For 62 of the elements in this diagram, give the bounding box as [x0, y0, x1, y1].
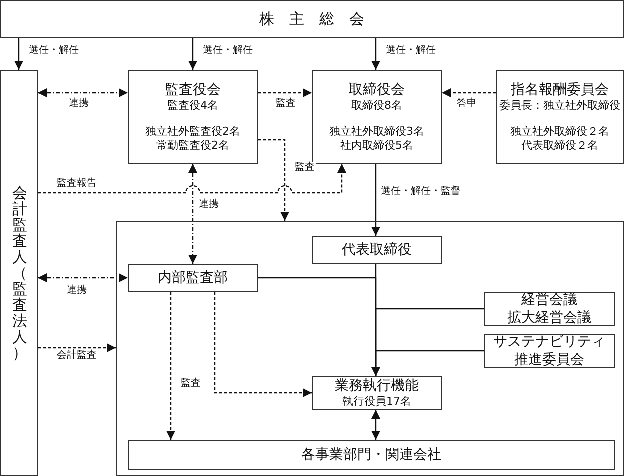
- org-box: [496, 70, 624, 164]
- box-title: 株主総会: [260, 10, 380, 28]
- group-frame: [116, 221, 624, 476]
- edge-label: 監査報告: [56, 178, 98, 190]
- box-title: 業務執行機能: [335, 378, 419, 394]
- box-title: 各事業部門・関連会社: [302, 446, 442, 464]
- edge-label: 選任・解任: [385, 45, 437, 57]
- org-box: [0, 70, 38, 476]
- edge-label: 連携: [66, 285, 88, 297]
- arrow: [188, 164, 198, 264]
- edge-label: 選任・解任: [202, 45, 254, 57]
- box-text: 独立社外取締役3名: [330, 124, 424, 138]
- arrow: [38, 344, 116, 352]
- edge-label: 選任・解任・監督: [380, 186, 462, 198]
- org-box: [128, 440, 615, 470]
- arrow: [258, 139, 290, 221]
- box-text: 執行役員17名: [342, 394, 412, 408]
- box-title: 指名報酬委員会: [511, 82, 609, 98]
- box-title: 代表取締役: [342, 241, 412, 259]
- box-text: 社内取締役5名: [340, 138, 414, 152]
- box-text: 独立社外監査役2名: [146, 124, 240, 138]
- arrow: [38, 88, 128, 98]
- org-box: [0, 0, 624, 38]
- box-title: 会計監査人（監査法人）: [12, 185, 26, 361]
- org-box: [484, 334, 615, 368]
- edge-label: 監査: [294, 162, 316, 174]
- edge-label: 答申: [456, 98, 478, 110]
- arrow: [166, 292, 176, 440]
- box-title: 内部監査部: [158, 269, 228, 287]
- arrow: [38, 274, 128, 282]
- edge-label: 連携: [198, 199, 220, 211]
- box-title: 監査役会: [165, 82, 221, 98]
- org-box: [128, 264, 258, 292]
- edge-label: 連携: [68, 98, 90, 110]
- arrow: [214, 292, 312, 398]
- org-box: [484, 292, 615, 326]
- box-text: 常勤監査役2名: [156, 138, 230, 152]
- arrow: [14, 38, 24, 70]
- box-text: 委員長：独立社外取締役: [500, 98, 620, 112]
- box-title: サステナビリティ推進委員会: [492, 333, 606, 369]
- arrow: [38, 164, 346, 194]
- box-text: 取締役8名: [352, 98, 402, 112]
- box-text: 監査役4名: [168, 98, 218, 112]
- box-title: 経営会議: [522, 291, 578, 309]
- org-box: [312, 376, 442, 410]
- box-text: 拡大経営会議: [508, 309, 592, 327]
- org-box: [128, 70, 258, 164]
- box-text: 代表取締役２名: [522, 138, 598, 152]
- edge-label: 会計監査: [56, 350, 98, 362]
- edge-label: 選任・解任: [28, 45, 80, 57]
- box-title: 取締役会: [349, 82, 405, 98]
- arrow: [372, 164, 380, 236]
- arrow: [372, 410, 380, 440]
- arrow: [258, 88, 312, 98]
- arrow: [188, 38, 198, 70]
- edge-label: 監査: [180, 378, 202, 390]
- arrow: [372, 350, 484, 376]
- box-text: 独立社外取締役２名: [510, 124, 610, 138]
- arrow: [442, 88, 496, 98]
- org-box: [312, 236, 442, 264]
- edge-label: 監査: [275, 98, 297, 110]
- arrow: [372, 38, 380, 70]
